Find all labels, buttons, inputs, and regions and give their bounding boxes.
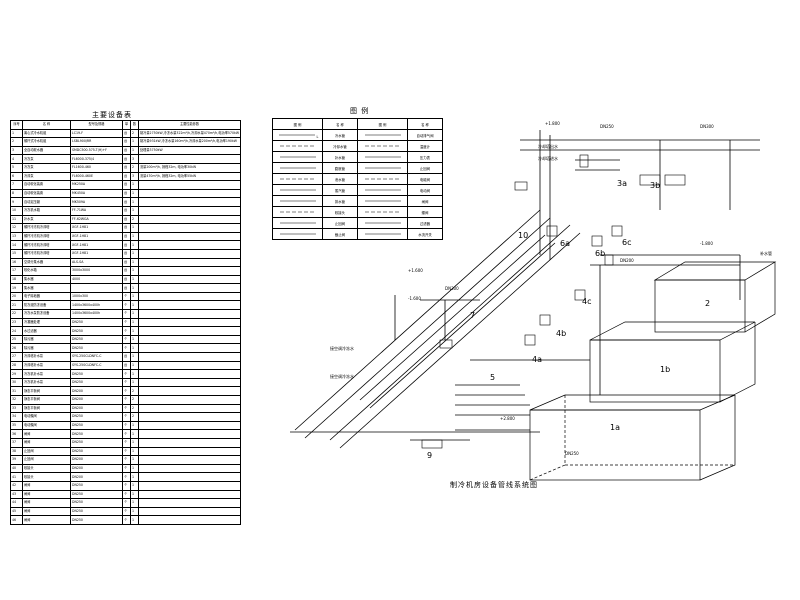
legend-line-icon <box>279 189 316 190</box>
legend-row: 冷却水管温度计 <box>272 140 443 152</box>
note-2: 冷却塔进水 <box>538 155 558 161</box>
tank-label-2: 2 <box>705 299 710 308</box>
tank-label-1b: 1b <box>660 365 670 374</box>
legend-line-icon <box>279 211 316 212</box>
equip-label-5: 5 <box>490 373 495 382</box>
equip-label-4c: 4c <box>582 297 592 306</box>
legend-line-icon <box>364 200 401 201</box>
equip-label-7: 7 <box>470 311 475 320</box>
elevation-2: -1.800 <box>700 241 713 246</box>
legend-line-icon <box>279 200 316 201</box>
equipment-table-title: 主要设备表 <box>92 111 132 119</box>
legend-row: 泄水管电磁阀 <box>272 173 443 185</box>
elevation-5: +2.800 <box>500 416 515 421</box>
legend-row: 截止阀水流开关 <box>272 228 443 240</box>
legend-symbol-text: L <box>316 134 319 139</box>
legend-line-icon <box>364 189 401 190</box>
tank-1b <box>589 321 756 403</box>
note-3: 接空调冷冻水 <box>330 345 354 351</box>
legend-line-icon <box>364 156 401 157</box>
tank-2 <box>653 261 777 333</box>
legend-line-icon <box>364 222 401 223</box>
tank-1a <box>529 394 736 481</box>
pipe-label-1: DN250 <box>600 124 614 129</box>
legend-line-icon <box>279 145 316 146</box>
equip-label-4b: 4b <box>556 329 566 338</box>
legend-line-icon <box>364 211 401 212</box>
equip-label-6c: 6c <box>622 238 632 247</box>
legend-title: 图 例 <box>350 107 370 115</box>
legend-row: 蒸汽管电动阀 <box>272 184 443 196</box>
legend-line-icon <box>279 233 316 234</box>
legend-line-icon <box>279 156 316 157</box>
equip-label-9: 9 <box>427 451 432 460</box>
equip-label-4a: 4a <box>532 355 542 364</box>
legend-line-icon <box>279 222 316 223</box>
legend-line-icon <box>364 167 401 168</box>
pipe-label-2: DN300 <box>700 124 714 129</box>
legend-symbol-cell <box>272 162 323 174</box>
equip-label-6b: 6b <box>595 249 605 258</box>
equip-label-3a: 3a <box>617 179 627 188</box>
legend-line-icon <box>278 134 315 135</box>
note-1: 冷却塔出水 <box>538 143 558 149</box>
legend-row: 软接头蝶阀 <box>272 206 443 218</box>
legend-line-icon <box>364 233 401 234</box>
legend-line-icon <box>279 178 316 179</box>
elevation-3: +1.600 <box>408 268 423 273</box>
elevation-4: -1.600 <box>408 296 421 301</box>
tank-label-1a: 1a <box>610 423 620 432</box>
pipe-label-5: DN300 <box>445 286 459 291</box>
equip-label-6a: 6a <box>560 239 570 248</box>
legend-line-icon <box>364 134 401 135</box>
equip-label-10: 10 <box>518 231 528 240</box>
drawing-title: 制冷机房设备管线系统图 <box>450 481 538 489</box>
note-4: 接空调冷冻水 <box>330 373 354 379</box>
pump-group <box>421 154 686 449</box>
legend-name-cell: 水流开关 <box>407 228 443 240</box>
main-pipes <box>290 130 760 449</box>
legend-line-icon <box>364 178 401 179</box>
elevation-1: +1.800 <box>545 121 560 126</box>
pipe-label-4: DN250 <box>565 451 579 456</box>
equipment-cell <box>138 515 241 525</box>
pipe-label-3: DN200 <box>620 258 634 263</box>
equip-label-3b: 3b <box>650 181 660 190</box>
legend-line-icon <box>279 167 316 168</box>
note-5: 补水管 <box>760 250 772 256</box>
legend-line-icon <box>364 145 401 146</box>
